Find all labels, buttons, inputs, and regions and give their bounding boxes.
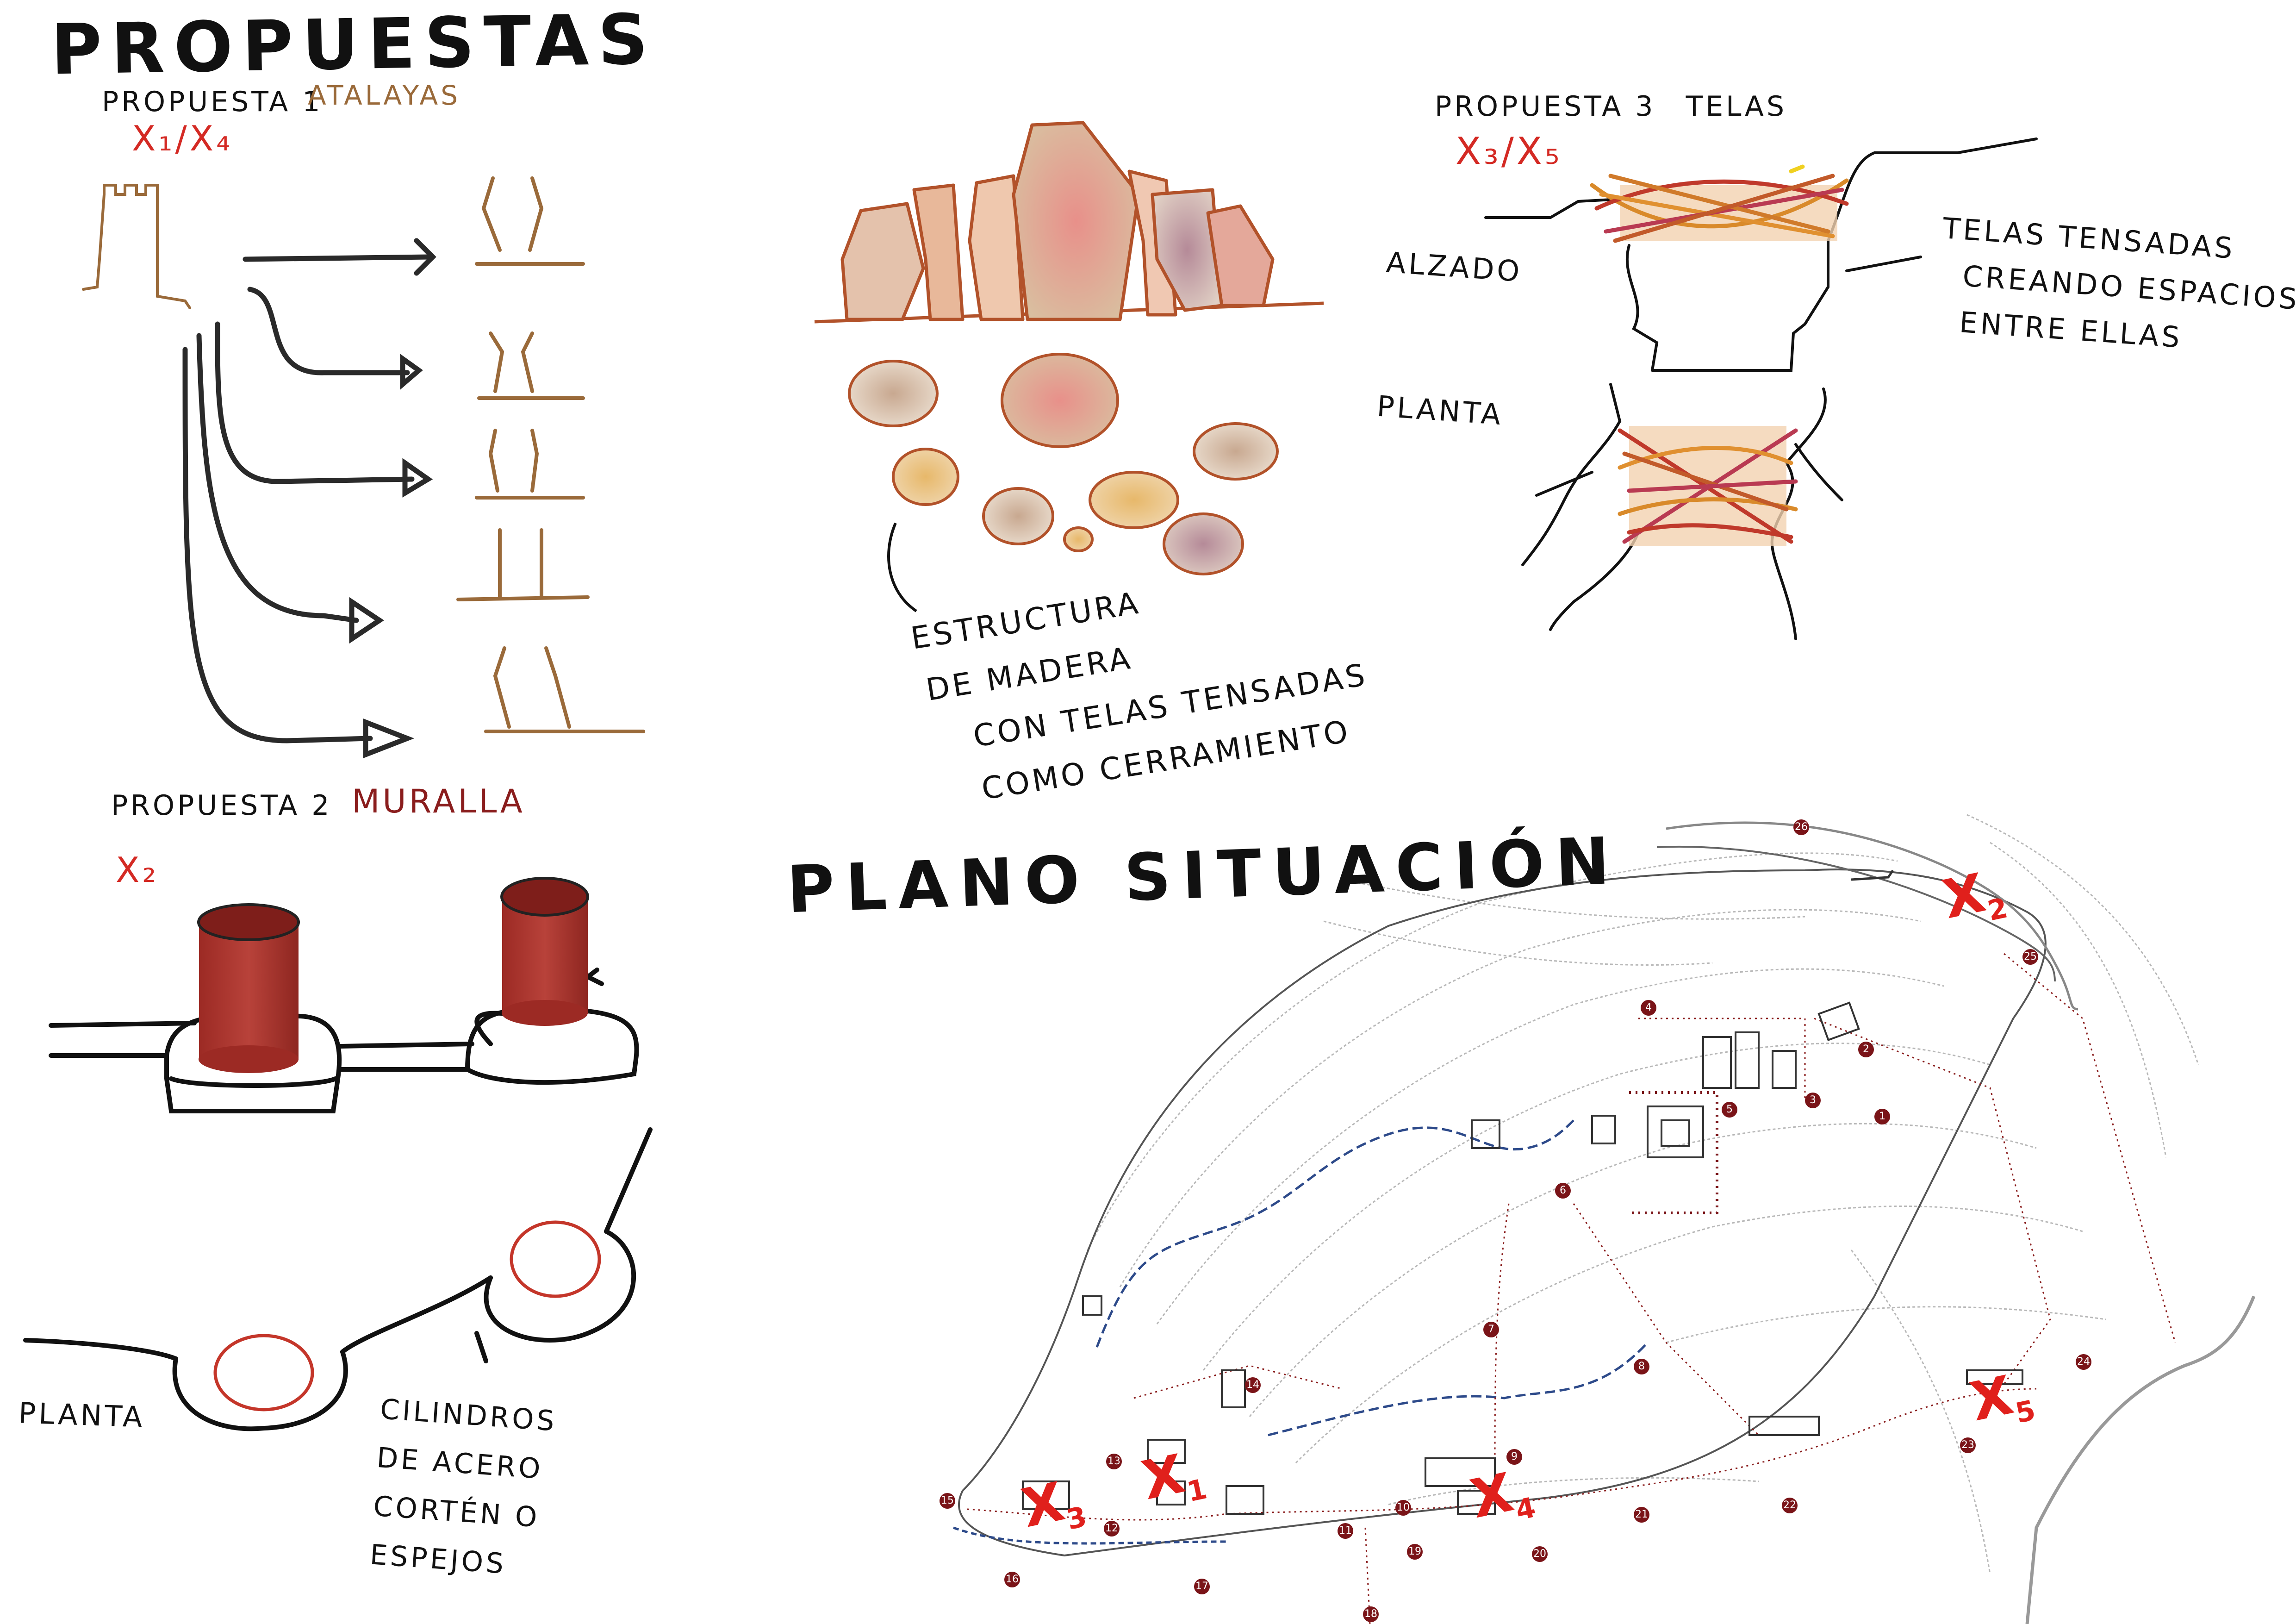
proposal3-subtitle: TELAS <box>1686 90 1787 123</box>
path-red-7 <box>1133 1365 1343 1399</box>
proposal1-subtitle: ATALAYAS <box>308 80 461 111</box>
marker-2[interactable]: 2 <box>1858 1042 1874 1057</box>
marker-16[interactable]: 16 <box>1004 1572 1020 1587</box>
proposal2-codes: X₂ <box>116 849 159 890</box>
marker-1[interactable]: 1 <box>1874 1109 1890 1124</box>
site-plan <box>953 814 2256 1624</box>
marker-13[interactable]: 13 <box>1106 1454 1122 1469</box>
arrows-group <box>182 238 436 759</box>
fortress-wall <box>1851 869 1894 881</box>
gorge-fabrics-elevation <box>1590 164 1849 243</box>
marker-23[interactable]: 23 <box>1960 1437 1976 1453</box>
gorge-elevation <box>1484 137 2038 372</box>
marker-15[interactable]: 15 <box>940 1493 955 1509</box>
path-blue-2 <box>1268 1342 1649 1437</box>
marker-11[interactable]: 11 <box>1338 1523 1353 1539</box>
marker-12[interactable]: 12 <box>1104 1521 1120 1537</box>
proposal2-label: PROPUESTA 2 <box>111 789 332 822</box>
tower-sketch <box>82 184 191 309</box>
marker-3[interactable]: 3 <box>1805 1093 1821 1108</box>
muralla-elevation <box>49 968 639 1113</box>
path-red-3 <box>1814 1018 2051 1385</box>
proposal3-label-text: PROPUESTA 3 <box>1435 90 1656 123</box>
atalaya-variants <box>456 176 645 733</box>
marker-17[interactable]: 17 <box>1194 1579 1210 1594</box>
marker-22[interactable]: 22 <box>1782 1498 1798 1513</box>
marker-8[interactable]: 8 <box>1634 1359 1649 1374</box>
path-red-1 <box>967 1388 2037 1521</box>
mountain-outline <box>958 868 2047 1557</box>
path-red-2 <box>1494 1203 1510 1496</box>
coast-road <box>1656 845 2056 982</box>
coastline <box>1666 821 2078 1011</box>
marker-6[interactable]: 6 <box>1555 1183 1571 1199</box>
marker-10[interactable]: 10 <box>1395 1500 1411 1516</box>
contour-lines <box>1087 814 2199 1574</box>
marker-5[interactable]: 5 <box>1722 1102 1737 1118</box>
marker-14[interactable]: 14 <box>1245 1377 1261 1393</box>
buildings <box>1022 1001 2023 1515</box>
proposal2-note: CILINDROS DE ACERO CORTÉN O ESPEJOS <box>368 1385 559 1592</box>
gorge-plan <box>1521 383 1843 640</box>
marker-18[interactable]: 18 <box>1363 1606 1379 1622</box>
fabric-plan-bubbles <box>848 353 1279 575</box>
path-red-4 <box>2004 953 2176 1343</box>
marker-4[interactable]: 4 <box>1641 1000 1656 1016</box>
gorge-fabrics-plan <box>1618 426 1798 546</box>
corten-cylinder-2 <box>500 877 589 1026</box>
path-red-6 <box>1638 1018 1806 1102</box>
path-red-5 <box>1573 1203 1760 1436</box>
proposal3-codes: X₃/X₅ <box>1456 130 1562 173</box>
marker-25[interactable]: 25 <box>2022 949 2038 965</box>
proposal1-label: PROPUESTA 1 <box>102 86 323 118</box>
marker-20[interactable]: 20 <box>1532 1546 1548 1562</box>
marker-9[interactable]: 9 <box>1506 1449 1522 1465</box>
path-blue <box>1095 1119 1574 1348</box>
marker-26[interactable]: 26 <box>1793 819 1809 835</box>
plan-rings <box>213 1220 601 1412</box>
coast-right <box>2025 1295 2256 1624</box>
path-blue-3 <box>953 1526 1227 1545</box>
proposal2-subtitle: MURALLA <box>352 782 525 820</box>
marker-21[interactable]: 21 <box>1634 1507 1649 1523</box>
proposal1-codes: X₁/X₄ <box>132 118 233 159</box>
corten-cylinder-1 <box>197 903 300 1073</box>
main-title: PROPUESTAS <box>50 0 658 91</box>
proposal3-note: TELAS TENSADAS CREANDO ESPACIOS ENTRE EL… <box>1935 205 2296 369</box>
proposal3-label: PROPUESTA 3 TELAS <box>1435 90 1787 123</box>
proposal2-plan-label: PLANTA <box>18 1396 146 1434</box>
fabric-elevation <box>814 121 1324 324</box>
muralla-plan <box>23 1127 653 1431</box>
marker-19[interactable]: 19 <box>1407 1544 1423 1560</box>
center-leader-line <box>887 522 917 612</box>
marker-7[interactable]: 7 <box>1483 1322 1499 1337</box>
marker-24[interactable]: 24 <box>2076 1354 2091 1370</box>
